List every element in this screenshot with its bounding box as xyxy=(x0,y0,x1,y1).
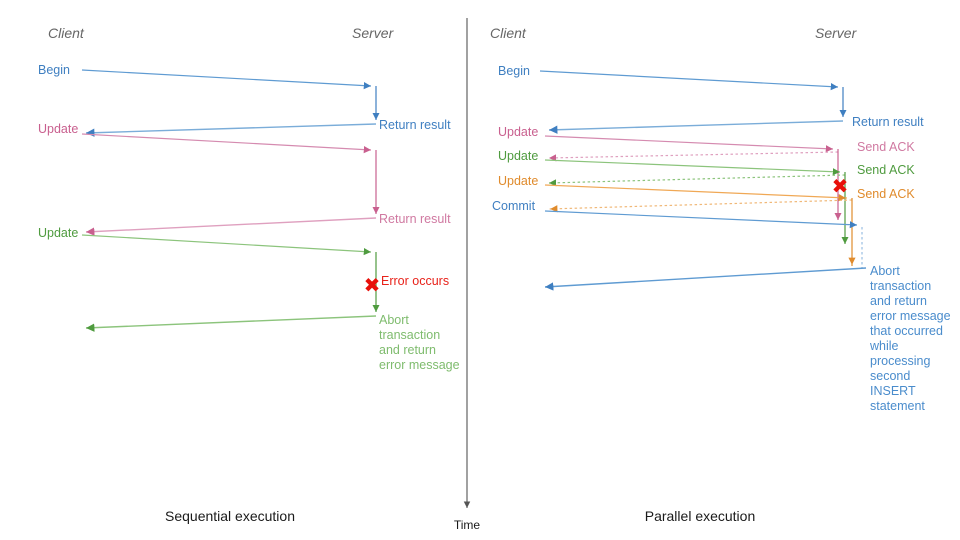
abort-p-line-7: second xyxy=(870,369,910,383)
label-send-ack-3: Send ACK xyxy=(857,187,915,201)
error-x-icon-parallel: ✖ xyxy=(832,176,849,198)
abort-p-line-4: that occurred xyxy=(870,324,943,338)
error-x-icon: ✖ xyxy=(364,275,381,297)
label-commit: Commit xyxy=(492,199,536,213)
arrow-abort-return-sequential xyxy=(85,315,377,332)
label-update-1: Update xyxy=(38,122,78,136)
arrow-return-result-parallel xyxy=(548,120,844,134)
time-axis: Time xyxy=(454,18,481,532)
abort-line-1: transaction xyxy=(379,328,440,342)
label-error-occurs: Error occurs xyxy=(381,274,449,288)
label-send-ack-2: Send ACK xyxy=(857,163,915,177)
arrow-update-2-parallel xyxy=(544,159,841,176)
parallel-client-header: Client xyxy=(490,25,527,41)
abort-p-line-5: while xyxy=(869,339,899,353)
label-begin: Begin xyxy=(38,63,70,77)
arrow-commit xyxy=(544,210,858,229)
caption-parallel: Parallel execution xyxy=(645,508,756,524)
arrow-begin xyxy=(81,69,372,90)
arrow-update-1 xyxy=(81,133,372,154)
arrow-update-2 xyxy=(81,234,372,256)
abort-p-line-6: processing xyxy=(870,354,930,368)
label-begin-parallel: Begin xyxy=(498,64,530,78)
label-return-result-1: Return result xyxy=(379,118,451,132)
abort-p-line-9: statement xyxy=(870,399,925,413)
abort-p-line-8: INSERT xyxy=(870,384,916,398)
abort-p-line-2: and return xyxy=(870,294,927,308)
arrow-return-result-2 xyxy=(85,217,377,236)
time-axis-label: Time xyxy=(454,518,481,532)
parallel-server-header: Server xyxy=(815,25,858,41)
panel-sequential: Client Server Begin Return result Update… xyxy=(38,25,460,524)
label-update-2: Update xyxy=(38,226,78,240)
arrow-return-result-1 xyxy=(85,123,377,137)
abort-line-3: error message xyxy=(379,358,460,372)
arrow-send-ack-2 xyxy=(548,174,846,187)
abort-line-2: and return xyxy=(379,343,436,357)
label-abort-return-sequential: Abort transaction and return error messa… xyxy=(379,313,460,372)
abort-line-0: Abort xyxy=(379,313,409,327)
label-abort-return-parallel: Abort transaction and return error messa… xyxy=(869,264,951,413)
arrow-send-ack-1 xyxy=(548,151,839,162)
label-return-result-parallel: Return result xyxy=(852,115,924,129)
abort-p-line-0: Abort xyxy=(870,264,900,278)
arrow-update-1-parallel xyxy=(544,135,834,153)
arrow-update-3-parallel xyxy=(544,184,848,202)
label-return-result-2: Return result xyxy=(379,212,451,226)
panel-parallel: Client Server Begin Return result Update… xyxy=(490,25,951,524)
arrow-send-ack-3 xyxy=(548,199,853,213)
abort-p-line-3: error message xyxy=(870,309,951,323)
label-send-ack-1: Send ACK xyxy=(857,140,915,154)
sequential-server-header: Server xyxy=(352,25,395,41)
sequential-client-header: Client xyxy=(48,25,85,41)
caption-sequential: Sequential execution xyxy=(165,508,295,524)
label-update-3-parallel: Update xyxy=(498,174,538,188)
label-update-1-parallel: Update xyxy=(498,125,538,139)
abort-p-line-1: transaction xyxy=(870,279,931,293)
arrow-begin-parallel xyxy=(539,70,839,91)
arrow-abort-return-parallel xyxy=(544,267,867,291)
label-update-2-parallel: Update xyxy=(498,149,538,163)
